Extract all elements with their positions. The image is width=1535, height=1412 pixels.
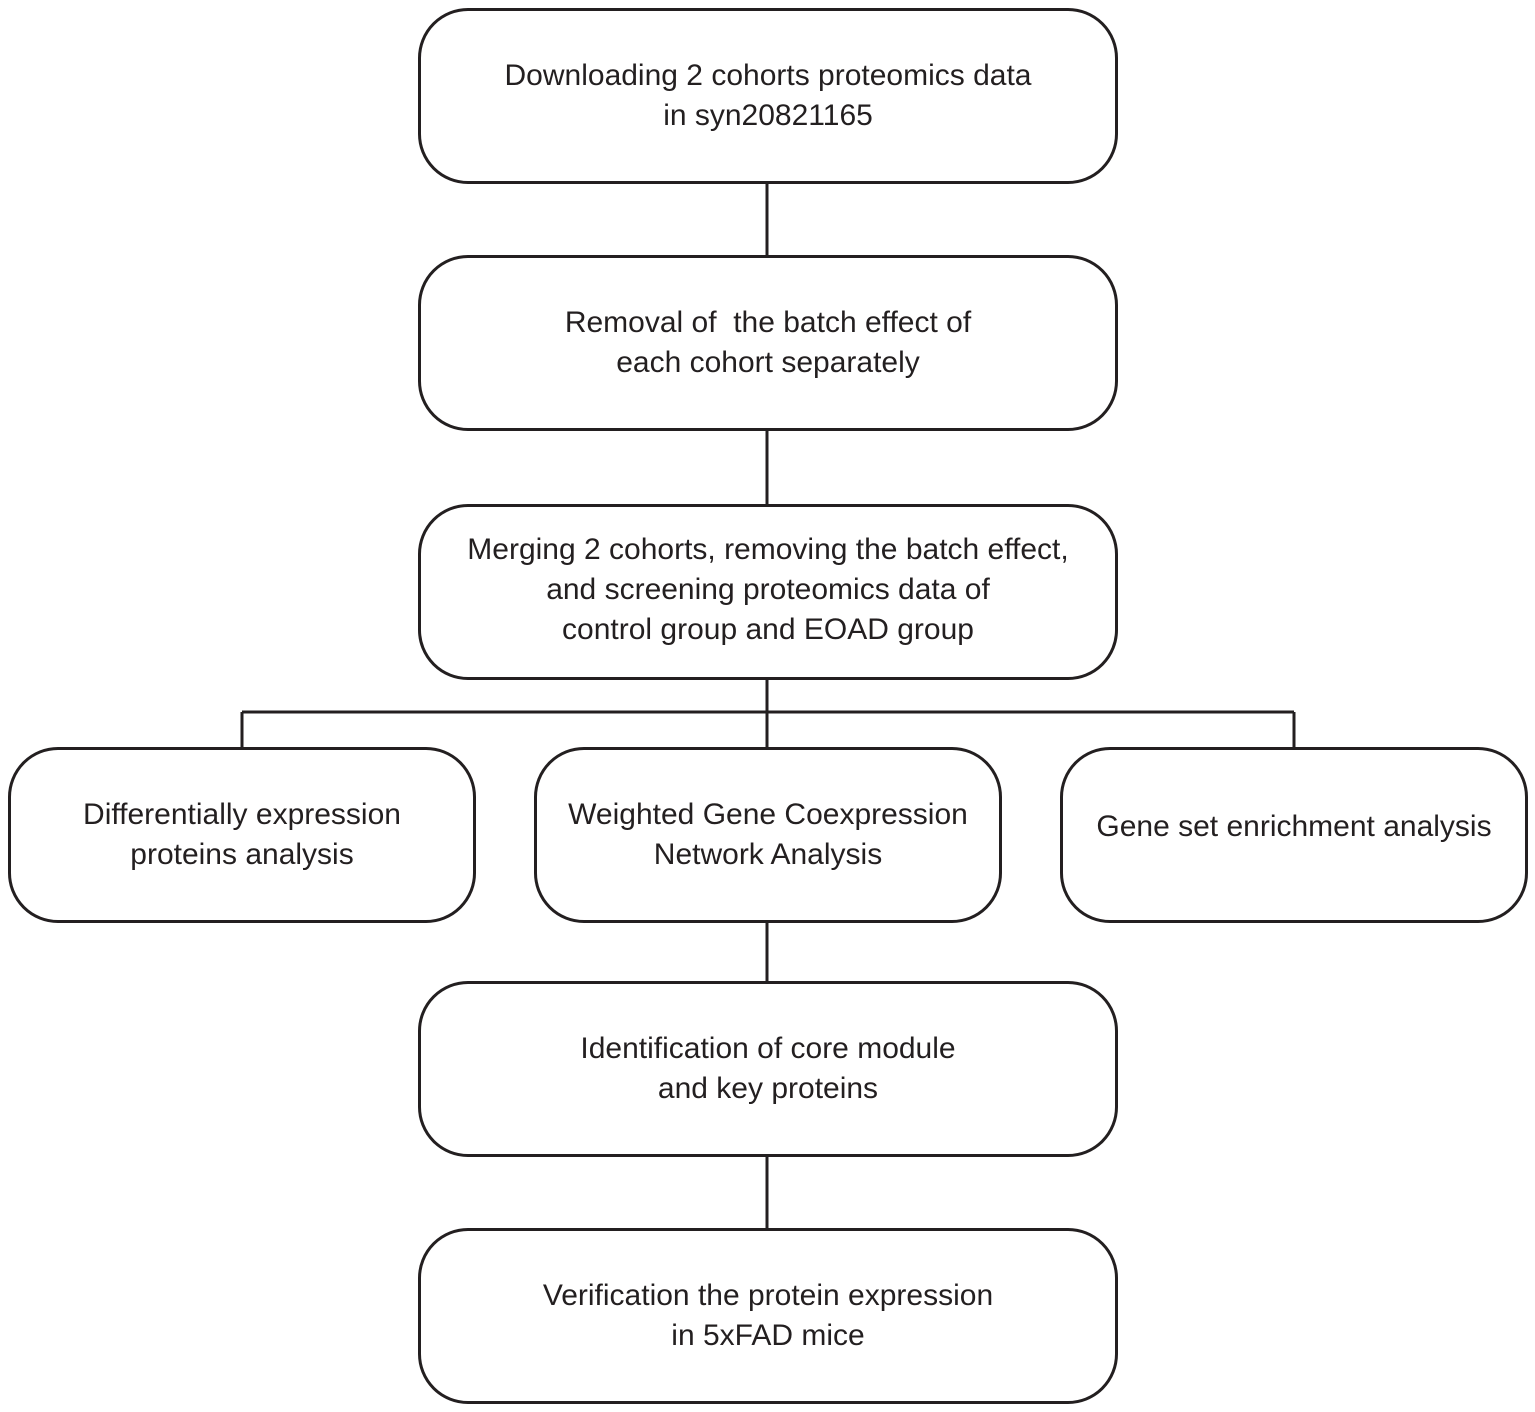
- download-data-box: Downloading 2 cohorts proteomics data in…: [418, 8, 1118, 184]
- core-module-line2: and key proteins: [657, 1072, 879, 1105]
- merging-cohorts-line2: and screening proteomics data of: [546, 573, 990, 606]
- verification-line2: in 5xFAD mice: [671, 1319, 865, 1352]
- batch-removal-box: Removal of the batch effect of each coho…: [418, 255, 1118, 431]
- batch-removal-line2: each cohort separately: [616, 346, 920, 379]
- wgcna-line2: Network Analysis: [653, 838, 883, 871]
- wgcna-line1: Weighted Gene Coexpression: [568, 798, 968, 831]
- differential-expression-box: Differentially expression proteins analy…: [8, 747, 476, 923]
- differential-expression-line1: Differentially expression: [83, 798, 401, 831]
- merging-cohorts-box: Merging 2 cohorts, removing the batch ef…: [418, 504, 1118, 680]
- gsea-line1: Gene set enrichment analysis: [1096, 810, 1492, 843]
- merging-cohorts-line1: Merging 2 cohorts, removing the batch ef…: [467, 533, 1069, 566]
- core-module-identification-box: Identification of core module and key pr…: [418, 981, 1118, 1157]
- batch-removal-line1: Removal of the batch effect of: [564, 306, 972, 339]
- core-module-line1: Identification of core module: [580, 1032, 956, 1065]
- merging-cohorts-line3: control group and EOAD group: [562, 613, 974, 646]
- wgcna-box: Weighted Gene Coexpression Network Analy…: [534, 747, 1002, 923]
- differential-expression-line2: proteins analysis: [130, 838, 354, 871]
- download-data-line1: Downloading 2 cohorts proteomics data: [504, 59, 1032, 92]
- download-data-line2: in syn20821165: [663, 99, 873, 132]
- gsea-box: Gene set enrichment analysis: [1060, 747, 1528, 923]
- verification-box: Verification the protein expression in 5…: [418, 1228, 1118, 1404]
- verification-line1: Verification the protein expression: [542, 1279, 994, 1312]
